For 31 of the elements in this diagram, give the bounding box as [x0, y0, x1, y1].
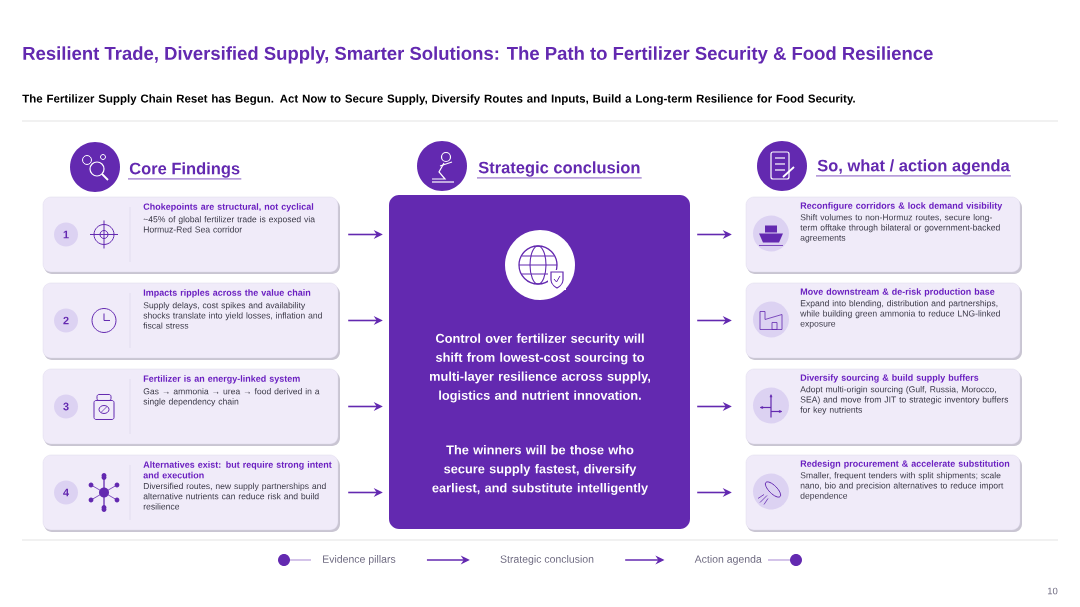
card-text: Expand into blending, distribution and partnerships, while building green ammonia to reduce LNG-linked exposure [800, 300, 1000, 329]
card-heading: Redesign procurement & accelerate substitution [800, 460, 1010, 469]
card-heading: Impacts ripples across the value chain [143, 289, 311, 298]
conclusion-text: The winners will be those who secure supply fastest, diversify earliest, and substitute intelligently [432, 445, 649, 495]
card-heading: Chokepoints are structural, not cyclical [143, 203, 314, 212]
card-heading: Move downstream & de-risk production base [800, 288, 995, 297]
card-text: Diversified routes, new supply partnerships and alternative nutrients can reduce risk and build resilience [143, 482, 326, 510]
conclusion-text: Control over fertilizer security will shift from lowest-cost sourcing to multi-layer resilience across supply, logistics and nutrient innovation. [430, 333, 650, 403]
title: Resilient Trade, Diversified Supply, Smarter Solutions: The Path to Fertilizer Security & Food Resilience [23, 46, 933, 64]
card-text: Supply delays, cost spikes and availability shocks translate into yield losses, inflation and fiscal stress [143, 302, 322, 329]
section-heading: Strategic conclusion [476, 161, 643, 179]
flow-step-label: Action agenda [694, 555, 762, 565]
card-heading: Fertilizer is an energy-linked system [143, 375, 300, 384]
card-text: Gas → ammonia → urea → food derived in a single dependency chain [143, 388, 320, 407]
flow-step-label: Evidence pillars [323, 555, 396, 565]
card-text: Shift volumes to non-Hormuz routes, secure long-term offtake through bilateral or government-backed agreements [800, 214, 1000, 243]
card-text: Adopt multi-origin sourcing (Gulf, Russia, Morocco, SEA) and move from JIT to strategic inventory buffers for key nutrients [800, 386, 1009, 415]
flow-step-label: Strategic conclusion [500, 555, 594, 565]
card-text: Smaller, frequent tenders with split shipments; scale nano, bio and precision alternatives to reduce import dependence [800, 472, 1004, 501]
section-heading: Core Findings [127, 162, 242, 180]
subtitle: The Fertilizer Supply Chain Reset has Begun. Act Now to Secure Supply, Diversify Routes and Inputs, Build a Long-term Resilience for Food Security. [22, 94, 855, 105]
number-badge: 4 [54, 480, 78, 505]
card-heading: Diversify sourcing & build supply buffers [800, 374, 979, 383]
page-number: 10 [1047, 587, 1058, 595]
number-badge: 1 [54, 222, 78, 247]
card-heading: Alternatives exist: but require strong intent and execution [143, 461, 332, 479]
number-badge: 2 [54, 308, 78, 333]
number-badge: 3 [54, 394, 78, 419]
card-text: ~45% of global fertilizer trade is exposed via Hormuz-Red Sea corridor [143, 216, 316, 233]
card-heading: Reconfigure corridors & lock demand visibility [800, 202, 1003, 211]
section-heading: So, what / action agenda [815, 159, 1012, 177]
